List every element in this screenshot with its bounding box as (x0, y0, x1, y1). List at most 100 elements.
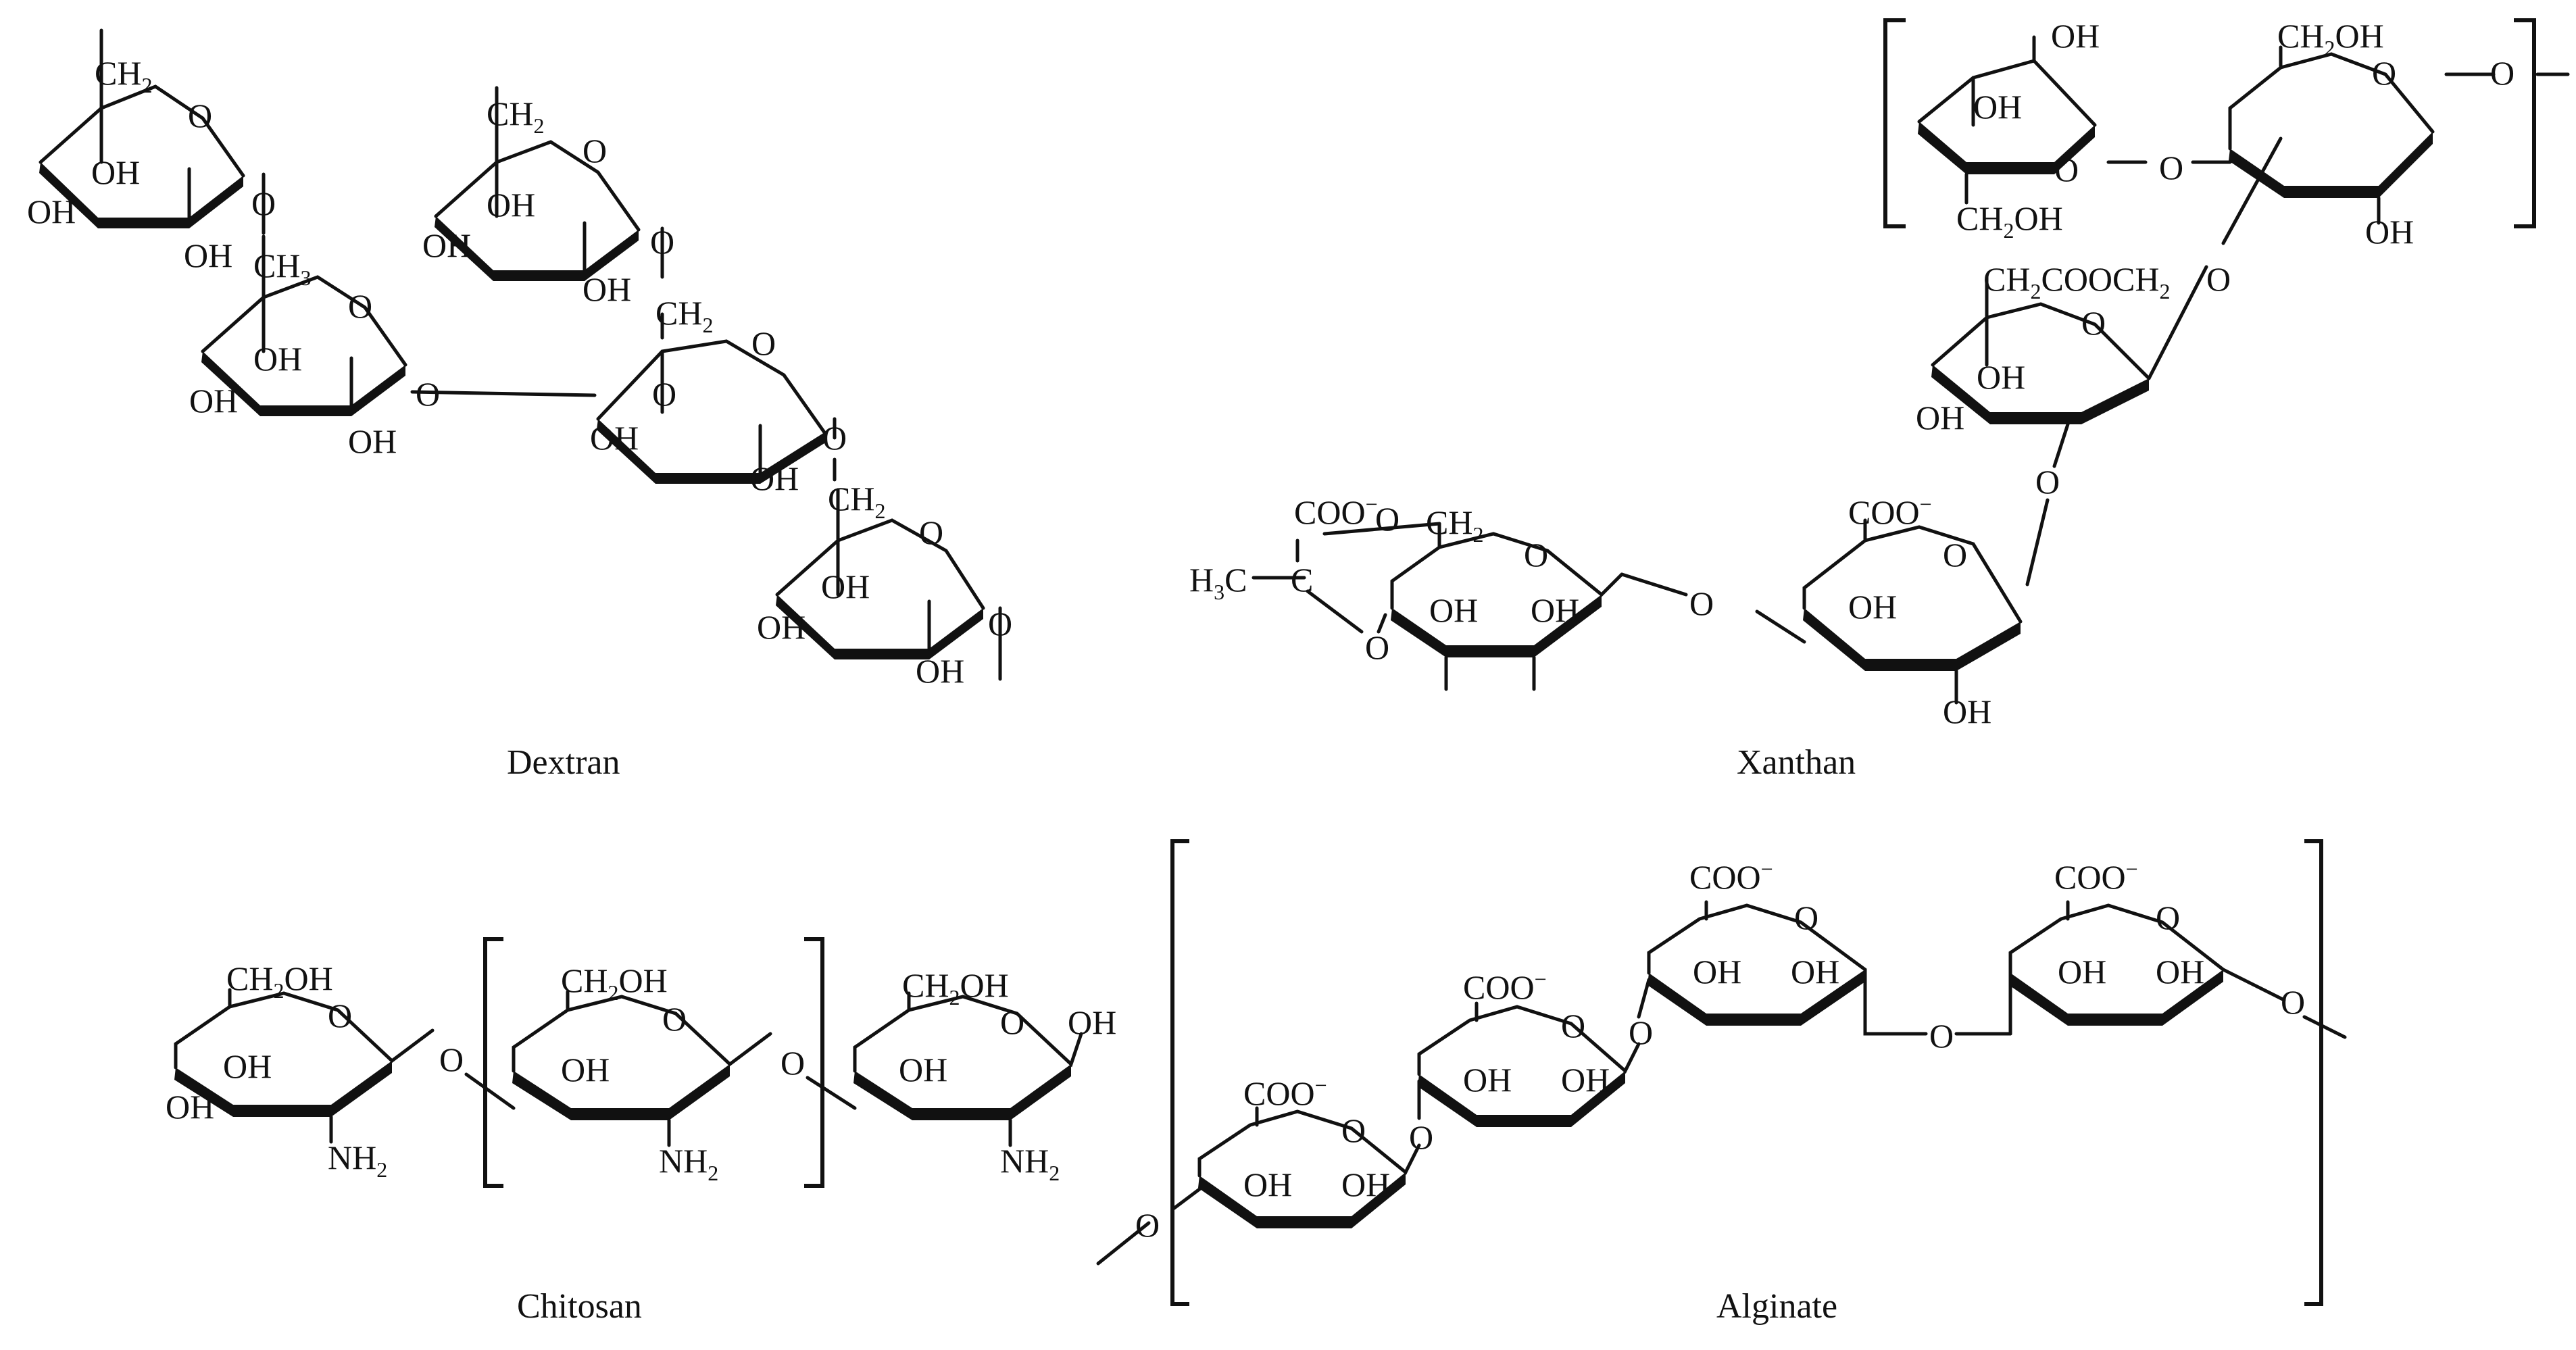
oh-label: OH (223, 1047, 272, 1085)
ring-bonds (1917, 59, 2097, 127)
ring-bond-bold (1198, 1172, 1406, 1228)
glycosidic-oxygen-label: O (2490, 54, 2515, 92)
ch2oh-label: CH2OH (561, 961, 668, 1005)
ring-bonds (39, 84, 245, 178)
chitosan-caption: Chitosan (517, 1287, 642, 1326)
ch2oh-label: CH2OH (226, 959, 333, 1003)
ring-oxygen-label: O (1000, 1003, 1024, 1041)
amine-label: NH2 (659, 1142, 718, 1185)
oh-label: OH (2058, 953, 2106, 991)
ring-bond-bold (174, 1061, 392, 1117)
right-bracket (2514, 18, 2536, 228)
oh-label: OH (899, 1051, 947, 1089)
alginate-ring-3: COO− O OH OH O (1647, 857, 2012, 1055)
oh-label: OH (253, 340, 302, 378)
ring-oxygen-label: O (1524, 536, 1548, 574)
ring-oxygen-label: O (662, 1000, 687, 1038)
ring-bond-bold (2009, 970, 2223, 1026)
ring-oxygen-label: O (2054, 151, 2079, 189)
ring-bond-bold (776, 595, 983, 659)
dextran-ring-4: CH2 O O OH O OH (590, 294, 847, 497)
oh-label: OH (1977, 358, 2025, 396)
oh-label: OH (561, 1051, 610, 1089)
oh-label: OH (916, 652, 964, 690)
glycosidic-oxygen-label: O (2159, 149, 2183, 186)
ring-bond-bold (1418, 1071, 1625, 1127)
ring-oxygen-label: O (2206, 260, 2231, 298)
glycosidic-oxygen-label: O (1409, 1118, 1433, 1156)
carboxylate-label: COO− (1689, 857, 1773, 896)
oh-label: OH (91, 153, 140, 191)
ring-bond-bold (1918, 122, 2095, 174)
carboxylate-label: COO− (2054, 857, 2138, 896)
ring-bonds (2228, 52, 2435, 151)
ch2-label: CH2 (828, 480, 885, 523)
oh-label: OH (1943, 693, 1991, 730)
bond (1637, 978, 1651, 1019)
glycosidic-oxygen-label: O (1689, 584, 1714, 622)
amine-label: NH2 (328, 1139, 387, 1182)
glycosidic-oxygen-label: O (439, 1041, 464, 1078)
dextran-caption: Dextran (507, 743, 620, 782)
oh-label: OH (184, 236, 232, 274)
methyl-label: H3C (1189, 561, 1247, 604)
ring-oxygen-label: O (1365, 628, 1389, 666)
dextran-ring-2: CH3 O OH OH O OH (189, 234, 597, 460)
ch3-label: CH3 (253, 247, 311, 290)
ring-bonds (174, 991, 435, 1070)
ring-bonds (512, 995, 772, 1073)
alginate-caption: Alginate (1716, 1287, 1837, 1326)
xanthan-backbone-ring-1: OH OH O CH2OH O (1917, 17, 2183, 243)
ch2oh-label: CH2OH (1956, 199, 2063, 243)
glycosidic-oxygen-label: O (1629, 1014, 1653, 1051)
ring-oxygen-label: O (919, 514, 943, 551)
left-bracket (1170, 839, 1189, 1306)
dextran-ring-5: CH2 O OH OH O OH (757, 480, 1012, 690)
glycosidic-oxygen-label: O (988, 605, 1012, 643)
left-bracket (483, 937, 503, 1188)
bond (1170, 1187, 1202, 1211)
ring-bonds (1417, 1005, 1641, 1076)
oh-label: OH (1068, 1003, 1116, 1041)
glycosidic-oxygen-label: O (781, 1044, 805, 1082)
ring-bond-bold (1803, 608, 2021, 671)
ring-bonds (1647, 903, 1928, 1036)
ring-bond-bold (39, 162, 243, 228)
oh-label: OH (189, 382, 238, 420)
carboxylate-label: COO− (1463, 967, 1547, 1006)
glycosidic-oxygen-label: O (251, 184, 276, 222)
bond (2025, 498, 2050, 586)
oh-label: OH (1848, 588, 1897, 626)
ring-oxygen-label: O (751, 324, 776, 362)
carbon-label: C (1291, 561, 1313, 599)
amine-label: NH2 (1000, 1142, 1060, 1185)
dextran-ring-3: CH2 O OH OH O OH (422, 86, 674, 340)
ch2oh-label: CH2OH (2277, 17, 2384, 60)
oh-label: OH (1916, 399, 1964, 436)
bond (464, 1072, 516, 1110)
oh-label: OH (821, 568, 870, 605)
ring-bonds (775, 518, 985, 610)
glycosidic-oxygen-label: O (2035, 463, 2060, 501)
ring-bond-bold (2229, 132, 2433, 198)
oh-label: OH (1463, 1061, 1512, 1099)
oh-label: OH (1693, 953, 1741, 991)
carboxylate-label: COO− (1243, 1073, 1327, 1112)
oh-label: OH (1791, 953, 1839, 991)
xanthan-caption: Xanthan (1737, 743, 1856, 782)
ch2-label: CH2 (487, 95, 544, 138)
xanthan-side-chain-label: CH2COOCH2 (1983, 260, 2171, 303)
bond (1755, 609, 1806, 644)
ring-bonds (1390, 532, 1624, 610)
glycosidic-oxygen-label: O (1135, 1206, 1160, 1244)
ch2oh-label: CH2OH (902, 966, 1009, 1009)
bond (2052, 422, 2070, 468)
oh-label: OH (166, 1088, 214, 1126)
oh-label: OH (1973, 88, 2022, 126)
xanthan-side-ring-3: COO− O CH2 O H3C C O OH OH (1189, 492, 1624, 691)
ring-bonds (853, 995, 1083, 1073)
ring-oxygen-label: O (1794, 899, 1818, 936)
bond (410, 390, 597, 397)
chitosan-ring-1: CH2OH O OH OH NH2 O (166, 959, 516, 1182)
xanthan-structure: OH OH O CH2OH O CH2OH O O OH (1189, 17, 2570, 782)
